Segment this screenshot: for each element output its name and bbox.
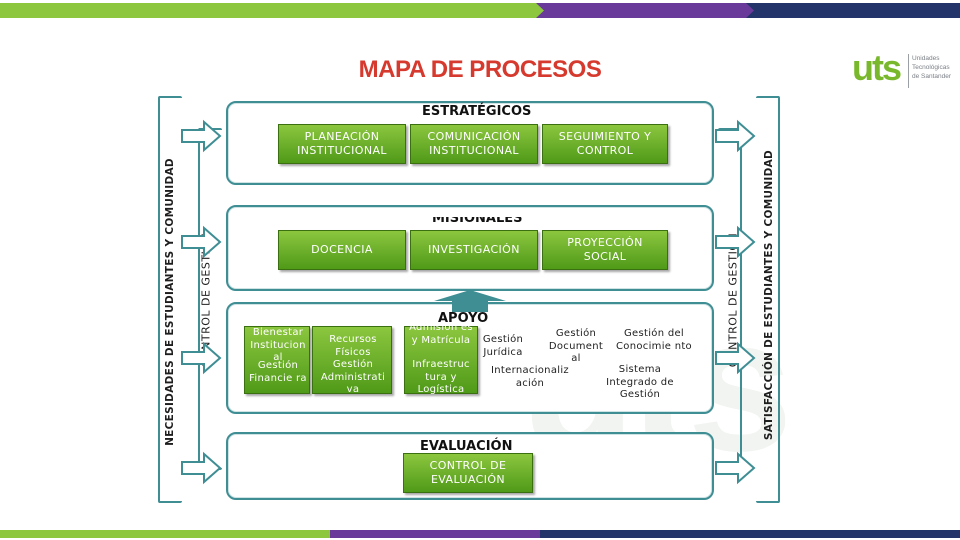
apoyo-col1-block (244, 326, 310, 394)
misionales-label: MISIONALES (428, 217, 527, 226)
control-evaluacion-box: CONTROL DE EVALUACIÓN (403, 453, 533, 493)
logo-divider (908, 54, 909, 88)
apoyo-conocimiento: Gestión del Conocimie nto (616, 328, 692, 352)
apoyo-infraestructura: Infraestruc tura y Logística (412, 359, 470, 395)
up-arrow (434, 290, 506, 312)
uts-logo: uts Unidades Tecnológicas de Santander (852, 48, 952, 92)
apoyo-recursos-fisicos: Recursos Físicos (329, 334, 377, 358)
outer-right-frame (756, 96, 780, 503)
apoyo-label: APOYO (434, 311, 493, 326)
evaluacion-label: EVALUACIÓN (416, 439, 517, 454)
apoyo-col3-block (404, 326, 478, 394)
logo-subtitle: Unidades Tecnológicas de Santander (912, 55, 952, 80)
apoyo-juridica: Gestión Jurídica (482, 334, 524, 358)
apoyo-admisiones: Admision es y Matrícula (409, 322, 473, 346)
docencia-box: DOCENCIA (278, 230, 406, 270)
apoyo-financiera: Gestión Financie ra (249, 360, 307, 384)
apoyo-sig: Sistema Integrado de Gestión (606, 364, 674, 400)
comunicacion-box: COMUNICACIÓN INSTITUCIONAL (410, 124, 538, 164)
apoyo-documental: Gestión Document al (548, 328, 604, 364)
apoyo-col2-block (312, 326, 392, 394)
left-outer-label: NECESIDADES DE ESTUDIANTES Y COMUNIDAD (164, 158, 176, 446)
apoyo-bienestar: Bienestar Institucion al (250, 327, 306, 363)
seguimiento-box: SEGUIMIENTO Y CONTROL (542, 124, 668, 164)
proyeccion-box: PROYECCIÓN SOCIAL (542, 230, 668, 270)
apoyo-internacionalizacion: Internacionaliz ación (491, 365, 569, 389)
bottom-color-bar (0, 530, 960, 538)
apoyo-administrativa: Gestión Administrati va (320, 359, 386, 395)
planeacion-box: PLANEACIÓN INSTITUCIONAL (278, 124, 406, 164)
outer-left-frame (158, 96, 182, 503)
logo-word: uts (852, 47, 902, 88)
flow-arrows (181, 119, 756, 485)
investigacion-box: INVESTIGACIÓN (410, 230, 538, 270)
page-title: MAPA DE PROCESOS (358, 56, 602, 83)
top-color-bar (0, 3, 960, 18)
estrategicos-label: ESTRATÉGICOS (418, 104, 536, 119)
